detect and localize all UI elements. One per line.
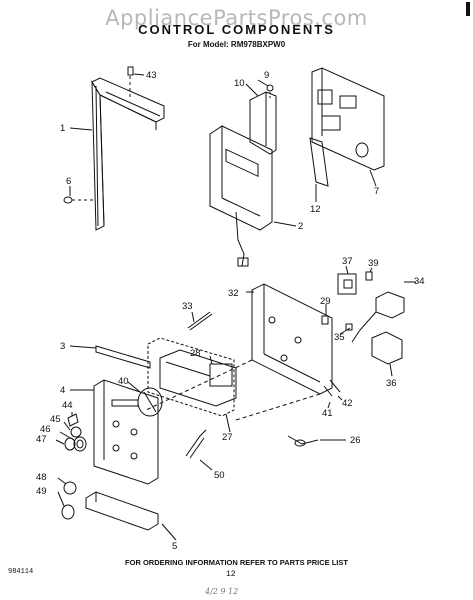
- callout-41: 41: [322, 408, 333, 419]
- callout-42: 42: [342, 398, 353, 409]
- callout-2: 2: [298, 221, 303, 232]
- part-27-frame: [147, 337, 235, 417]
- part-4-console-face: [93, 379, 159, 485]
- callout-45: 45: [50, 414, 61, 425]
- callout-32: 32: [228, 288, 239, 299]
- diagram-code: 984114: [8, 568, 34, 576]
- watermark: AppliancePartsPros.com: [105, 6, 368, 30]
- part-10-bracket: [249, 91, 277, 155]
- callout-35: 35: [334, 332, 345, 343]
- callout-10: 10: [234, 78, 245, 89]
- part-48-knob: [63, 481, 77, 495]
- part-34-switch: [351, 291, 405, 343]
- callout-28: 28: [190, 348, 201, 359]
- part-32-mount-panel: [145, 283, 333, 421]
- callout-37: 37: [342, 256, 353, 267]
- callout-43: 43: [146, 70, 157, 81]
- corner-mark: [466, 2, 470, 16]
- part-2-display-panel: [209, 125, 273, 267]
- callout-49: 49: [36, 486, 47, 497]
- part-44-knob: [67, 413, 79, 427]
- diagram-title: CONTROL COMPONENTS: [138, 22, 335, 37]
- part-42-screw: [329, 379, 341, 393]
- part-45-knob: [70, 426, 82, 438]
- callout-5: 5: [172, 541, 177, 552]
- part-5-bottom-trim: [85, 491, 159, 531]
- callout-36: 36: [386, 378, 397, 389]
- part-49-knob: [61, 504, 75, 520]
- part-37-relay: [337, 273, 357, 295]
- leader-lines: [55, 73, 416, 541]
- part-29-screw: [321, 315, 329, 325]
- ordering-info: FOR ORDERING INFORMATION REFER TO PARTS …: [125, 558, 348, 567]
- callout-27: 27: [222, 432, 233, 443]
- callout-26: 26: [350, 435, 361, 446]
- callout-47: 47: [36, 434, 47, 445]
- callout-44: 44: [62, 400, 73, 411]
- part-28-module: [159, 349, 237, 407]
- callout-7: 7: [374, 186, 379, 197]
- part-12-clip: [309, 137, 329, 187]
- part-41-screw: [323, 385, 333, 397]
- part-7-circuit-board: [311, 67, 385, 171]
- callout-12: 12: [310, 204, 321, 215]
- part-1-side-rail: [91, 77, 165, 231]
- part-33-wire: [187, 311, 213, 331]
- callout-9: 9: [264, 70, 269, 81]
- part-6-screw: [63, 196, 96, 204]
- model-line: For Model: RM978BXPW0: [187, 40, 286, 49]
- part-39-screw: [365, 271, 373, 281]
- part-9-screw: [266, 84, 274, 100]
- handwritten-note: 4/2 9 12: [205, 587, 239, 596]
- callout-34: 34: [414, 276, 425, 287]
- part-46-knob: [73, 436, 87, 452]
- callout-39: 39: [368, 258, 379, 269]
- callout-48: 48: [36, 472, 47, 483]
- callout-33: 33: [182, 301, 193, 312]
- callout-numbers: 1 2 3 4 5 6 7 9 10 12 26 27 28 29 32 33 …: [36, 70, 425, 552]
- callout-50: 50: [214, 470, 225, 481]
- callout-46: 46: [40, 424, 51, 435]
- callout-4: 4: [60, 385, 65, 396]
- part-50-tube: [185, 429, 207, 459]
- callout-6: 6: [66, 176, 71, 187]
- part-36-switch: [371, 331, 403, 365]
- part-40-dial: [137, 387, 163, 417]
- callout-40: 40: [118, 376, 129, 387]
- part-43-screw: [127, 66, 134, 98]
- part-35-screw: [345, 323, 353, 331]
- part-26-sensor: [287, 435, 319, 447]
- callout-29: 29: [320, 296, 331, 307]
- callout-1: 1: [60, 123, 65, 134]
- callout-3: 3: [60, 341, 65, 352]
- part-3-strip: [95, 345, 151, 369]
- page-number: 12: [226, 570, 236, 579]
